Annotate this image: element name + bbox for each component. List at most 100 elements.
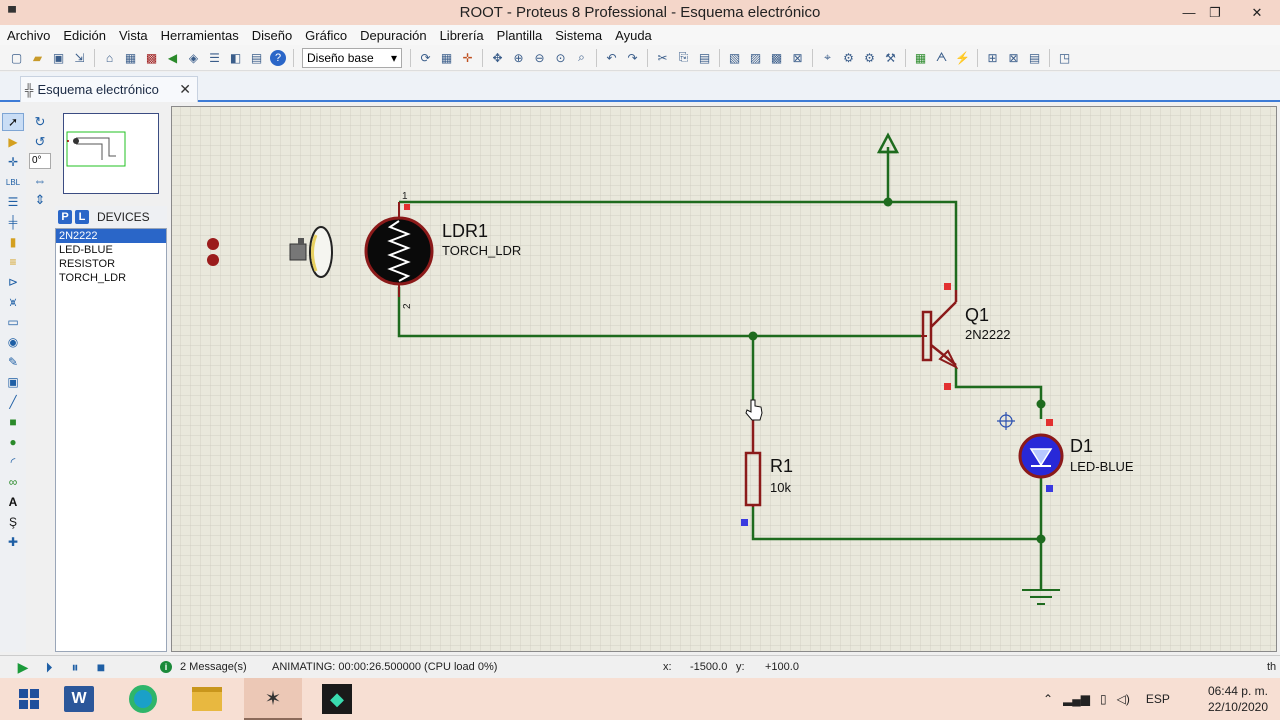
exit-parent-icon[interactable]: ▤ <box>1028 50 1041 65</box>
block-copy-icon[interactable]: ▧ <box>728 50 741 65</box>
word-taskbar-icon[interactable]: W <box>50 678 108 720</box>
play-icon[interactable]: ▶ <box>17 658 29 675</box>
symbol-tool-icon[interactable]: Ş <box>8 515 17 529</box>
block-move-icon[interactable]: ▨ <box>749 50 762 65</box>
menu-grafico[interactable]: Gráfico <box>305 27 348 43</box>
buses-icon[interactable]: ╪ <box>8 215 18 229</box>
rotation-angle-field[interactable]: 0° <box>29 153 51 169</box>
bom-icon[interactable]: ☰ <box>209 50 220 65</box>
source-icon[interactable]: ◧ <box>229 50 242 65</box>
device-item-2n2222[interactable]: 2N2222 <box>56 229 166 243</box>
menu-herramientas[interactable]: Herramientas <box>160 27 239 43</box>
package-tool-icon[interactable]: ⚙ <box>864 50 875 65</box>
arc-tool-icon[interactable]: ◜ <box>10 455 16 469</box>
wire-top[interactable] <box>399 200 958 290</box>
make-device-icon[interactable]: ⚙ <box>843 50 854 65</box>
origin-icon[interactable]: ✛ <box>462 50 473 65</box>
path-tool-icon[interactable]: ∞ <box>8 475 18 489</box>
proteus-app-icon[interactable]: ▀ <box>8 6 16 19</box>
step-icon[interactable]: ⏵ <box>45 658 53 675</box>
menu-depuracion[interactable]: Depuración <box>360 27 427 43</box>
battery-icon[interactable]: ▯ <box>1100 692 1107 706</box>
refresh-icon[interactable]: ⟳ <box>420 50 431 65</box>
wire-autorouter-icon[interactable]: ▦ <box>914 50 927 65</box>
gerber-icon[interactable]: ◀ <box>167 50 178 65</box>
text-script-icon[interactable]: ☰ <box>7 195 19 209</box>
text-tool-icon[interactable]: A <box>8 495 18 509</box>
stop-icon[interactable]: ■ <box>96 659 106 675</box>
filmora-taskbar-icon[interactable]: ◆ <box>308 678 366 720</box>
new-sheet-icon[interactable]: ⊞ <box>987 50 998 65</box>
new-file-icon[interactable]: ▢ <box>10 50 23 65</box>
library-manager-button[interactable]: L <box>75 210 89 224</box>
close-tab-icon[interactable]: ✕ <box>179 81 191 97</box>
voltage-probe-icon[interactable]: ✎ <box>7 355 19 369</box>
close-button[interactable]: ✕ <box>1251 4 1263 20</box>
zoom-out-icon[interactable]: ⊖ <box>534 50 545 65</box>
block-rotate-icon[interactable]: ▩ <box>770 50 783 65</box>
undo-icon[interactable]: ↶ <box>606 50 617 65</box>
overview-window[interactable] <box>63 113 159 194</box>
remove-sheet-icon[interactable]: ⊠ <box>1008 50 1019 65</box>
ground-terminal[interactable] <box>1022 589 1060 605</box>
power-terminal[interactable] <box>876 132 900 154</box>
wire-base[interactable] <box>397 287 921 338</box>
menu-sistema[interactable]: Sistema <box>555 27 603 43</box>
help-icon[interactable]: ? <box>270 49 286 66</box>
messages-count[interactable]: 2 Message(s) <box>180 661 247 673</box>
grid-icon[interactable]: ▦ <box>440 50 453 65</box>
subcircuit-icon[interactable]: ▮ <box>9 235 17 249</box>
menu-edicion[interactable]: Edición <box>63 27 106 43</box>
info-icon[interactable]: i <box>160 661 172 673</box>
pcb-icon[interactable]: ▩ <box>145 50 158 65</box>
schematic-canvas[interactable]: 1 2 LDR1 TORCH_LDR Q1 2N2222 R1 10k <box>171 106 1277 652</box>
mirror-horizontal-icon[interactable]: ⇔ <box>33 172 47 188</box>
zoom-area-icon[interactable]: ⌕ <box>578 50 585 64</box>
volume-icon[interactable]: ◁) <box>1116 692 1130 706</box>
zoom-all-icon[interactable]: ⊙ <box>555 50 566 65</box>
3d-icon[interactable]: ◈ <box>188 50 199 65</box>
language-indicator[interactable]: ESP <box>1145 692 1170 706</box>
circle-tool-icon[interactable]: ● <box>9 435 17 449</box>
device-item-led-blue[interactable]: LED-BLUE <box>59 244 113 256</box>
rotate-cw-icon[interactable]: ↻ <box>34 114 46 129</box>
marker-tool-icon[interactable]: ✚ <box>7 535 19 549</box>
mirror-vertical-icon[interactable]: ⇕ <box>34 192 46 207</box>
pick-library-button[interactable]: P <box>58 210 72 224</box>
property-tool-icon[interactable]: ⚡ <box>955 50 970 65</box>
show-hidden-icons-icon[interactable]: ⌃ <box>1043 692 1054 706</box>
menu-ayuda[interactable]: Ayuda <box>615 27 652 43</box>
edge-taskbar-icon[interactable] <box>114 678 172 720</box>
box-tool-icon[interactable]: ■ <box>9 415 17 429</box>
pan-icon[interactable]: ✥ <box>492 50 503 65</box>
graph-icon[interactable]: ⩙ <box>9 294 17 309</box>
zoom-in-icon[interactable]: ⊕ <box>513 50 524 65</box>
netlist-icon[interactable]: ◳ <box>1058 50 1071 65</box>
virtual-instruments-icon[interactable]: ▣ <box>7 375 19 389</box>
cut-icon[interactable]: ✂ <box>657 50 668 65</box>
device-item-torch-ldr[interactable]: TORCH_LDR <box>59 272 127 284</box>
save-icon[interactable]: ▣ <box>52 50 65 65</box>
selection-mode-icon[interactable]: ➚ <box>2 113 24 131</box>
wire-label-icon[interactable]: LBL <box>5 177 21 187</box>
menu-archivo[interactable]: Archivo <box>7 27 51 43</box>
network-icon[interactable]: ▂▄▆ <box>1063 692 1091 706</box>
pick-device-icon[interactable]: ⌖ <box>824 50 831 64</box>
torch-light-source[interactable] <box>207 226 333 278</box>
schematic-icon[interactable]: ▦ <box>124 50 137 65</box>
pause-icon[interactable]: ⏸ <box>71 658 79 675</box>
redo-icon[interactable]: ↷ <box>627 50 638 65</box>
tape-recorder-icon[interactable]: ▭ <box>7 315 19 329</box>
wire-bottom[interactable] <box>751 507 1041 541</box>
rotate-ccw-icon[interactable]: ↺ <box>34 134 46 149</box>
open-folder-icon[interactable]: ▰ <box>32 50 43 65</box>
menu-plantilla[interactable]: Plantilla <box>496 27 543 43</box>
proteus-taskbar-icon[interactable]: ✶ <box>244 678 302 720</box>
copy-icon[interactable]: ⎘ <box>678 50 689 64</box>
decompose-icon[interactable]: ⚒ <box>885 50 896 65</box>
design-variant-select[interactable]: Diseño base ▾ <box>302 47 402 68</box>
file-explorer-taskbar-icon[interactable] <box>178 678 236 720</box>
d1-led[interactable]: D1 LED-BLUE <box>1018 419 1134 492</box>
device-item-resistor[interactable]: RESISTOR <box>59 258 116 270</box>
junction-dot-icon[interactable]: ✛ <box>7 155 19 169</box>
